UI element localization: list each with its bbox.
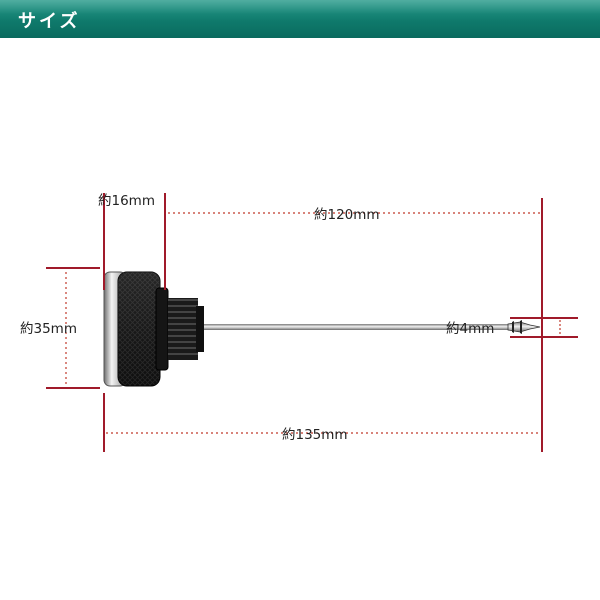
- thread-section: [168, 298, 204, 360]
- header-shine: [0, 0, 600, 14]
- cap-collar: [155, 287, 169, 371]
- label-head-width: 約16mm: [98, 193, 155, 209]
- dipstick-image: [103, 271, 541, 387]
- dipstick-rod: [204, 324, 510, 330]
- label-rod-length: 約120mm: [314, 207, 380, 223]
- label-total-length: 約135mm: [282, 427, 348, 443]
- dipstick-tip: [507, 320, 541, 334]
- header-title: サイズ: [18, 11, 81, 32]
- label-rod-diameter: 約4mm: [446, 321, 494, 337]
- section-header: サイズ: [0, 0, 600, 38]
- cap-knob-shade: [118, 272, 160, 386]
- dimension-lines: [46, 193, 578, 452]
- label-cap-diameter: 約35mm: [20, 321, 77, 337]
